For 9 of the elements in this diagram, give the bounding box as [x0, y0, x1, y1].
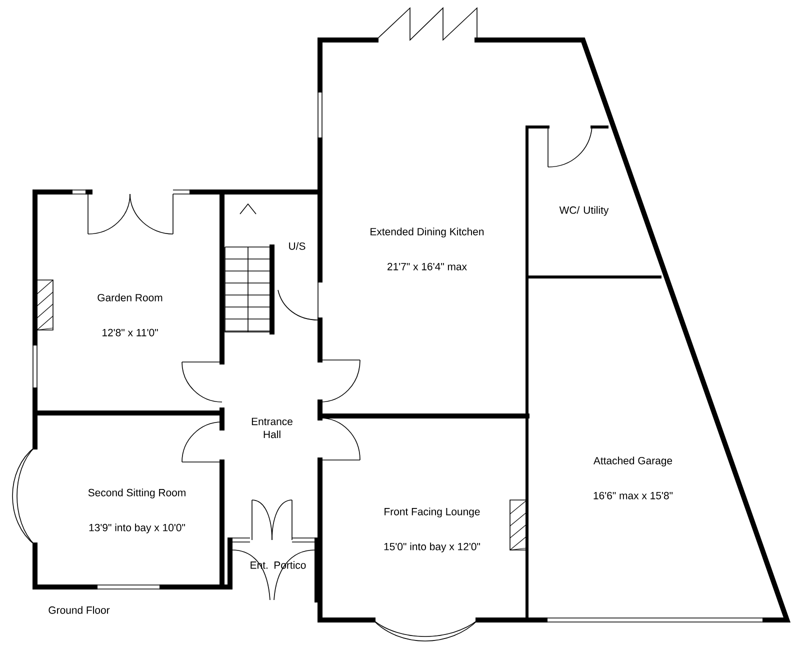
- room-label: Second Sitting Room 13'9" into bay x 10'0": [88, 488, 186, 534]
- room-label: Garden Room 12'8" x 11'0": [98, 294, 162, 336]
- room-label: Entrance Hall: [252, 418, 292, 438]
- room-label: Attached Garage 16'6" max x 15'8": [593, 456, 673, 500]
- room-label: WC/ Utility: [559, 206, 609, 216]
- floor-label: Ground Floor: [48, 606, 110, 614]
- under-stairs-label: U/S: [289, 242, 306, 250]
- room-label: Front Facing Lounge 15'0" into bay x 12'0": [384, 508, 480, 552]
- room-label: Extended Dining Kitchen 21'7" x 16'4" max: [370, 228, 484, 270]
